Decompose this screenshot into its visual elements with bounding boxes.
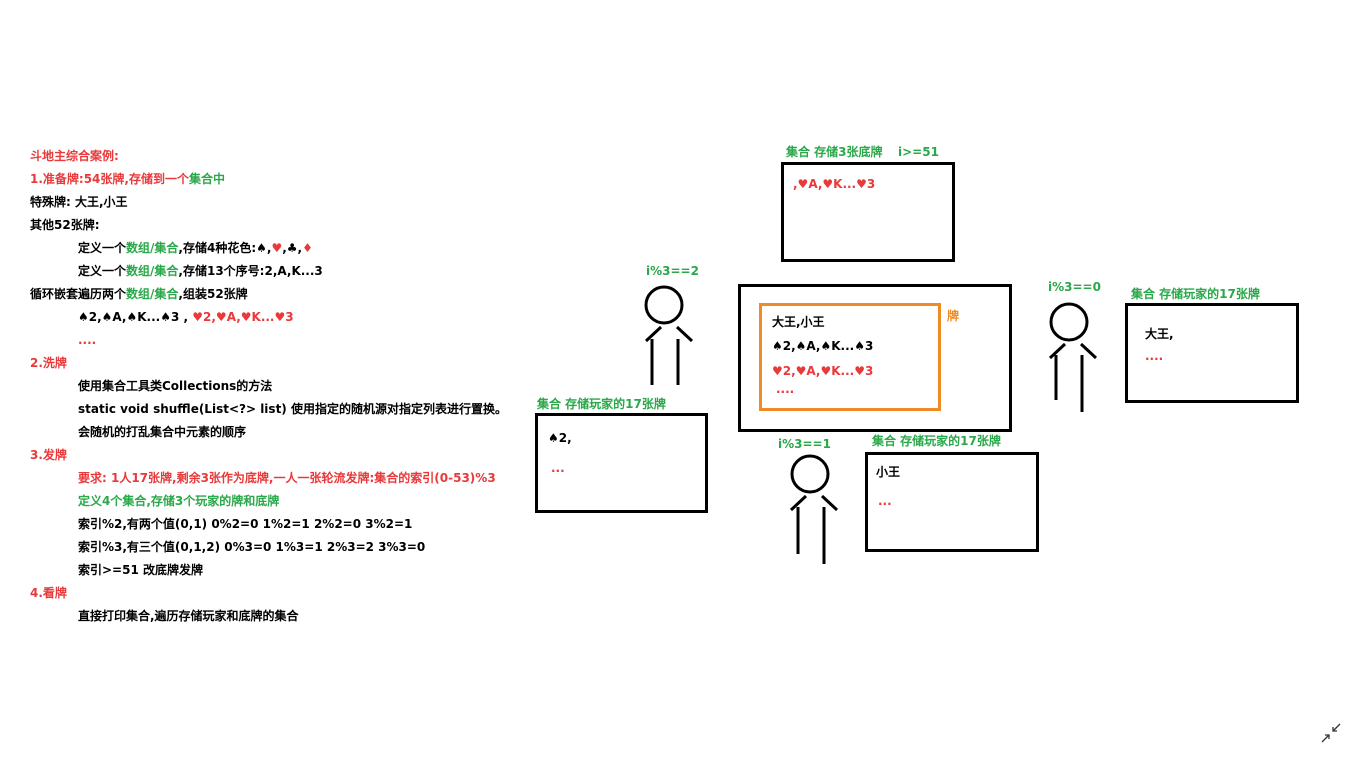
player-bottom-figure (789, 454, 839, 564)
define-suits-e: ,♣, (282, 241, 303, 255)
deal-line-3: 索引%2,有两个值(0,1) 0%2=0 1%2=1 2%2=0 3%2=1 (78, 517, 413, 531)
player-right-more: .... (1145, 349, 1164, 363)
step4-heading: 4.看牌 (30, 586, 67, 600)
shuffle-line-1: 使用集合工具类Collections的方法 (78, 379, 273, 393)
step1-line: 1.准备牌:54张牌,存储到一个集合中 (30, 172, 225, 186)
step2-heading: 2.洗牌 (30, 356, 67, 370)
player-bottom-box (865, 452, 1039, 552)
define-suits-line: 定义一个数组/集合,存储4种花色:♠,♥,♣,♦ (78, 241, 313, 255)
shuffle-line-2: static void shuffle(List<?> list) 使用指定的随… (78, 402, 507, 416)
cards-line: ♠2,♠A,♠K...♠3 , ♥2,♥A,♥K...♥3 (78, 310, 294, 324)
player-right-box (1125, 303, 1299, 403)
deck-outer-box (738, 284, 1012, 432)
step3-heading: 3.发牌 (30, 448, 67, 462)
loop-c: ,组装52张牌 (178, 287, 248, 301)
loop-b: 数组/集合 (126, 287, 179, 301)
player-left-card: ♠2, (548, 431, 572, 445)
define-ranks-b: 数组/集合 (126, 264, 179, 278)
deal-line-5: 索引>=51 改底牌发牌 (78, 563, 203, 577)
player-right-label: 集合 存储玩家的17张牌 (1131, 287, 1260, 301)
step1-highlight: 集合中 (188, 172, 225, 186)
player-left-label: 集合 存储玩家的17张牌 (537, 397, 666, 411)
cards-ellipsis: .... (78, 333, 97, 347)
bottom-cards-content: ,♥A,♥K...♥3 (793, 177, 876, 191)
heart-suit: ♥ (271, 241, 283, 255)
shuffle-line-3: 会随机的打乱集合中元素的顺序 (78, 425, 247, 439)
deck-inner-box (759, 303, 941, 411)
player-right-figure (1048, 302, 1098, 412)
player-left-condition: i%3==2 (646, 264, 699, 278)
player-left-box (535, 413, 708, 513)
deck-ellipsis: .... (776, 382, 795, 396)
bottom-cards-label: 集合 存储3张底牌 (786, 145, 883, 159)
deck-hearts: ♥2,♥A,♥K...♥3 (772, 364, 874, 378)
special-cards-line: 特殊牌: 大王,小王 (30, 195, 128, 209)
bottom-cards-box (781, 162, 955, 262)
look-line-1: 直接打印集合,遍历存储玩家和底牌的集合 (78, 609, 299, 623)
collapse-arrows-icon[interactable] (1320, 722, 1342, 744)
cards-black: ♠2,♠A,♠K...♠3 , (78, 310, 189, 324)
deal-line-1: 要求: 1人17张牌,剩余3张作为底牌,一人一张轮流发牌:集合的索引(0-53)… (78, 471, 496, 485)
loop-a: 循环嵌套遍历两个 (30, 287, 127, 301)
other52-line: 其他52张牌: (30, 218, 100, 232)
bottom-cards-condition: i>=51 (898, 145, 939, 159)
player-bottom-card: 小王 (876, 465, 901, 479)
player-right-condition: i%3==0 (1048, 280, 1101, 294)
loop-line: 循环嵌套遍历两个数组/集合,组装52张牌 (30, 287, 248, 301)
define-suits-b: 数组/集合 (126, 241, 179, 255)
notes-title: 斗地主综合案例: (30, 149, 119, 163)
player-bottom-more: ... (878, 494, 892, 508)
define-ranks-line: 定义一个数组/集合,存储13个序号:2,A,K...3 (78, 264, 323, 278)
diamond-suit: ♦ (302, 241, 313, 255)
step1-prefix: 1.准备牌:54张牌,存储到一个 (30, 172, 189, 186)
player-left-figure (644, 285, 694, 385)
define-ranks-c: ,存储13个序号:2,A,K...3 (178, 264, 323, 278)
define-ranks-a: 定义一个 (78, 264, 127, 278)
deck-label: 牌 (947, 309, 960, 323)
player-bottom-condition: i%3==1 (778, 437, 831, 451)
define-suits-a: 定义一个 (78, 241, 127, 255)
player-left-more: ... (551, 461, 565, 475)
deck-spades: ♠2,♠A,♠K...♠3 (772, 339, 874, 353)
cards-red: ♥2,♥A,♥K...♥3 (192, 310, 294, 324)
define-suits-c: ,存储4种花色:♠, (178, 241, 272, 255)
deal-line-2: 定义4个集合,存储3个玩家的牌和底牌 (78, 494, 280, 508)
deal-line-4: 索引%3,有三个值(0,1,2) 0%3=0 1%3=1 2%3=2 3%3=0 (78, 540, 426, 554)
deck-jokers: 大王,小王 (772, 315, 825, 329)
player-bottom-label: 集合 存储玩家的17张牌 (872, 434, 1001, 448)
player-right-card: 大王, (1145, 327, 1174, 341)
